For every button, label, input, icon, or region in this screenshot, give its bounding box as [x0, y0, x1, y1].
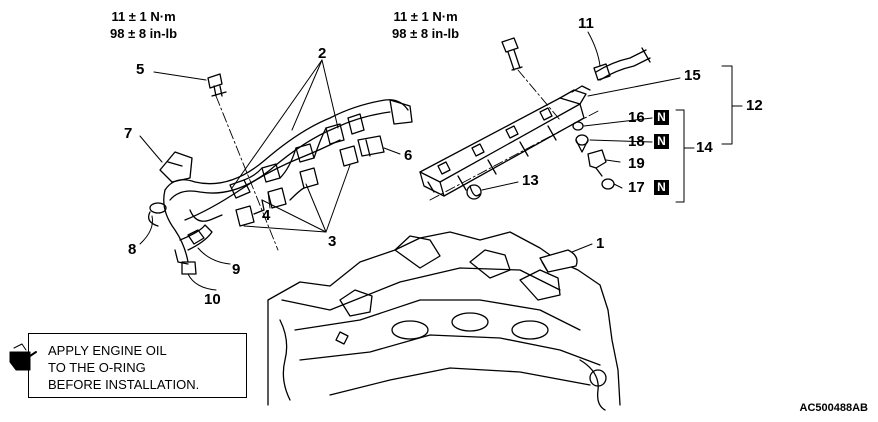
torque-right-nm: 11 ± 1 N·m: [393, 9, 458, 24]
callout-7: 7: [124, 125, 133, 142]
fuel-hose: [593, 47, 651, 81]
replace-badge-16: N: [654, 110, 669, 125]
callout-5: 5: [136, 61, 145, 78]
callout-3: 3: [328, 233, 337, 250]
replace-badge-18: N: [654, 134, 669, 149]
installation-note-text: APPLY ENGINE OIL TO THE O-RING BEFORE IN…: [48, 342, 199, 393]
callout-16: 16: [628, 109, 645, 126]
callout-19: 19: [628, 155, 645, 172]
callout-15: 15: [684, 67, 701, 84]
callout-13: 13: [522, 172, 539, 189]
bolt-left: [207, 73, 227, 97]
torque-spec-right: 11 ± 1 N·m 98 ± 8 in-lb: [392, 8, 459, 42]
note-line-1: APPLY ENGINE OIL: [48, 343, 167, 358]
callout-12: 12: [746, 97, 763, 114]
callout-17: 17: [628, 179, 645, 196]
torque-left-inlb: 98 ± 8 in-lb: [110, 26, 178, 41]
callout-6: 6: [404, 147, 413, 164]
bolt-right: [501, 37, 523, 71]
note-line-3: BEFORE INSTALLATION.: [48, 377, 200, 392]
callout-9: 9: [232, 261, 241, 278]
fuel-rail-assembly: [419, 85, 591, 200]
torque-spec-left: 11 ± 1 N·m 98 ± 8 in-lb: [110, 8, 177, 42]
injector-parts: [572, 121, 615, 190]
callout-4: 4: [262, 207, 271, 224]
note-line-2: TO THE O-RING: [48, 360, 146, 375]
callout-14: 14: [696, 139, 713, 156]
callout-1: 1: [596, 235, 605, 252]
centerlines: [215, 69, 601, 251]
installation-note-box: APPLY ENGINE OIL TO THE O-RING BEFORE IN…: [28, 333, 247, 398]
leader-lines: [139, 31, 743, 291]
callout-10: 10: [204, 291, 221, 308]
engine-block: [267, 231, 621, 411]
callout-8: 8: [128, 241, 137, 258]
torque-right-inlb: 98 ± 8 in-lb: [392, 26, 460, 41]
torque-left-nm: 11 ± 1 N·m: [111, 9, 176, 24]
oil-can-icon: [9, 343, 37, 371]
callout-2: 2: [318, 45, 327, 62]
wiring-harness: [147, 99, 413, 275]
callout-11: 11: [578, 15, 594, 32]
replace-badge-17: N: [654, 180, 669, 195]
callout-18: 18: [628, 133, 645, 150]
document-id: AC500488AB: [799, 402, 868, 414]
